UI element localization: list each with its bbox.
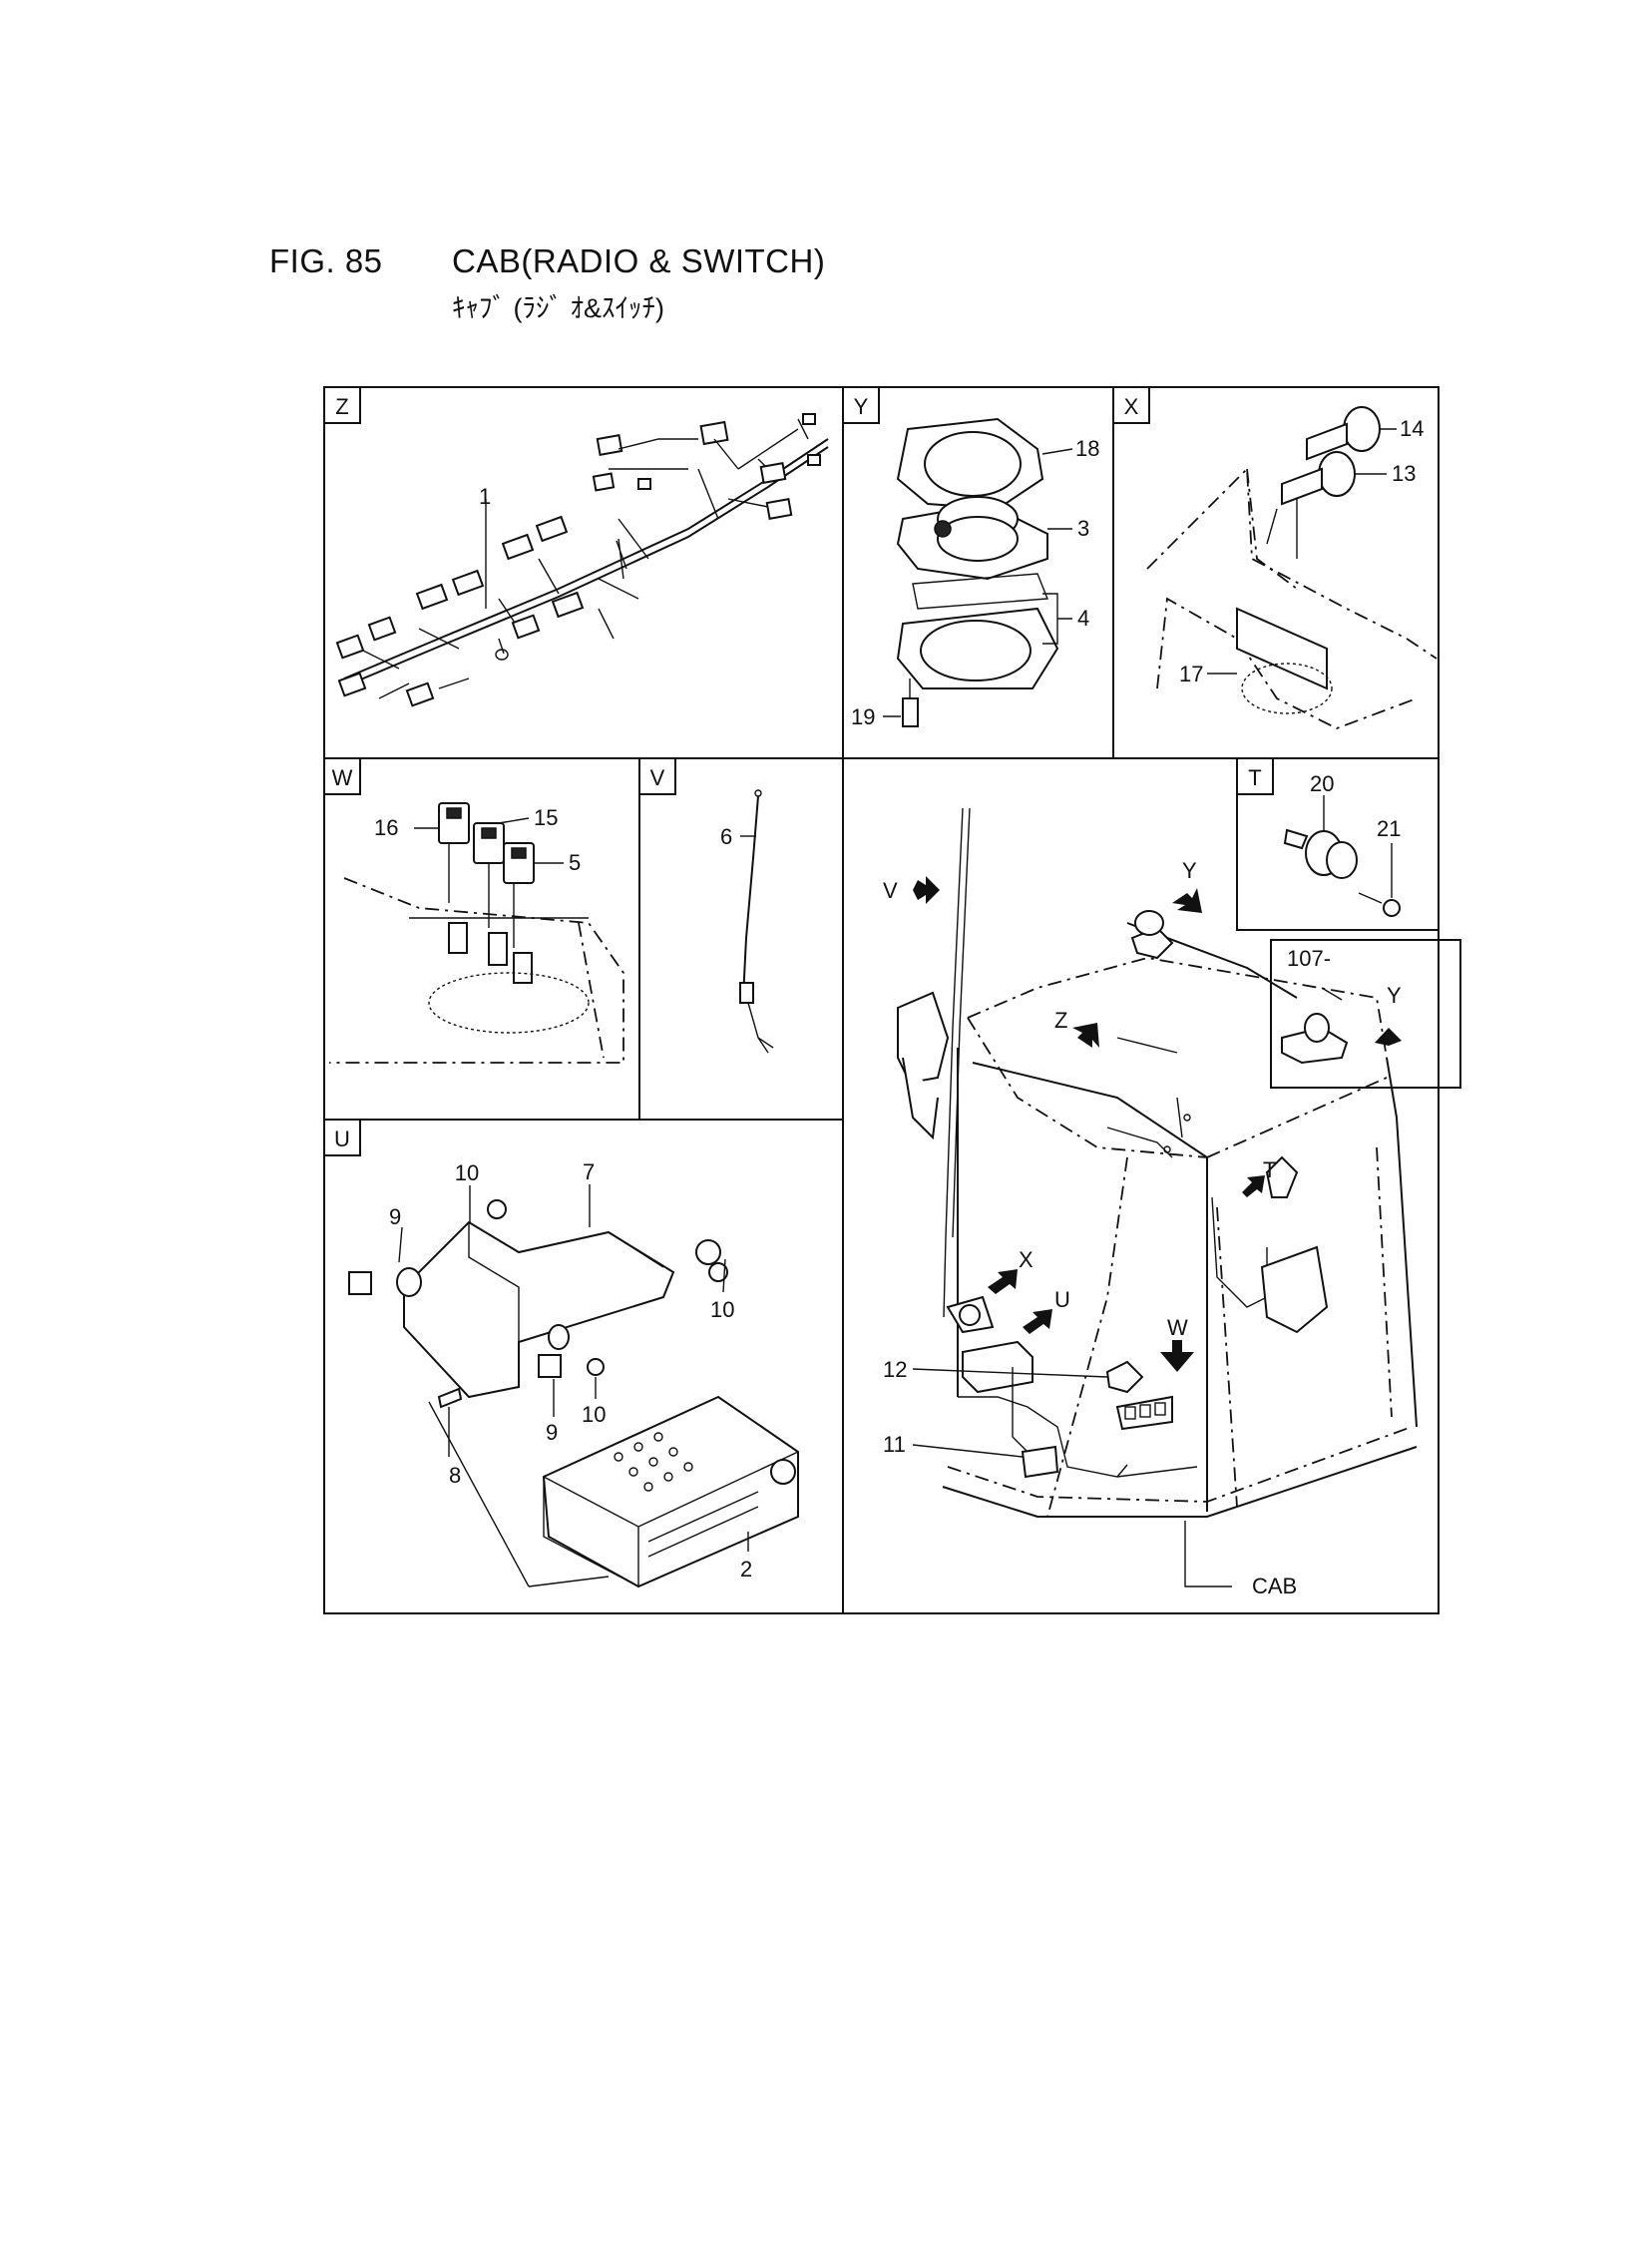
callout-4: 4 bbox=[1077, 606, 1089, 631]
cab-drawing: V Y Z T X U W 12 11 CAB bbox=[883, 807, 1418, 1598]
view-tag-t: T bbox=[1248, 765, 1261, 790]
callout-8: 8 bbox=[449, 1463, 461, 1488]
pointer-x-arrow bbox=[988, 1269, 1018, 1294]
callout-9-left: 9 bbox=[389, 1204, 401, 1229]
pointer-v: V bbox=[883, 878, 898, 903]
pointer-v-arrow bbox=[913, 876, 940, 904]
pointer-y-arrow bbox=[1172, 888, 1202, 913]
inset-107-drawing: 107- Y bbox=[1281, 946, 1402, 1065]
panel-107-frame bbox=[1270, 939, 1461, 1089]
pointer-z: Z bbox=[1054, 1008, 1067, 1033]
pointer-w: W bbox=[1167, 1315, 1188, 1340]
callout-11: 11 bbox=[883, 1432, 906, 1457]
view-tag-y-box bbox=[842, 386, 880, 424]
callout-14: 14 bbox=[1400, 416, 1424, 441]
speaker-drawing: 18 3 4 19 bbox=[851, 417, 1099, 729]
pointer-w-arrow bbox=[1160, 1340, 1194, 1372]
callout-15: 15 bbox=[534, 805, 558, 830]
antenna-drawing: 6 bbox=[720, 789, 774, 1054]
panel-t-frame bbox=[1236, 757, 1440, 931]
view-tag-w-box bbox=[323, 757, 361, 795]
callout-2: 2 bbox=[740, 1557, 752, 1582]
pointer-u: U bbox=[1054, 1287, 1070, 1312]
view-tag-u-box bbox=[323, 1119, 361, 1156]
callout-5: 5 bbox=[569, 850, 581, 875]
callout-10-bottom: 10 bbox=[582, 1402, 606, 1427]
radio-drawing: 10 9 7 10 9 10 8 2 bbox=[348, 1159, 799, 1588]
view-tag-x-box bbox=[1112, 386, 1150, 424]
callout-6: 6 bbox=[720, 824, 732, 849]
callout-16: 16 bbox=[374, 815, 398, 840]
pointer-t-arrow bbox=[1242, 1175, 1265, 1197]
view-tag-t-box bbox=[1236, 757, 1274, 795]
outer-frame bbox=[323, 386, 1440, 1614]
harness-drawing: 1 bbox=[335, 413, 829, 707]
callout-107: 107- bbox=[1287, 946, 1331, 971]
view-tag-v-box bbox=[638, 757, 676, 795]
view-tag-y: Y bbox=[854, 394, 869, 419]
pointer-y-inset-arrow bbox=[1375, 1028, 1402, 1046]
panel-frames bbox=[323, 386, 1461, 1614]
view-tag-u: U bbox=[334, 1127, 350, 1151]
pointer-z-arrow bbox=[1072, 1023, 1099, 1048]
callout-18: 18 bbox=[1075, 436, 1099, 461]
callout-13: 13 bbox=[1392, 461, 1416, 486]
callout-17: 17 bbox=[1179, 662, 1203, 686]
callout-9-bottom: 9 bbox=[546, 1420, 558, 1445]
callout-19: 19 bbox=[851, 704, 875, 729]
figure-title: CAB(RADIO & SWITCH) bbox=[452, 242, 826, 279]
callout-20: 20 bbox=[1310, 771, 1334, 796]
pointer-u-arrow bbox=[1023, 1309, 1052, 1334]
callout-12: 12 bbox=[883, 1357, 907, 1382]
dome-light-drawing: 20 21 bbox=[1283, 771, 1401, 917]
pointer-t: T bbox=[1263, 1157, 1276, 1182]
view-tag-w: W bbox=[332, 765, 353, 790]
callout-10-top: 10 bbox=[455, 1160, 479, 1185]
rocker-switch-drawing: 16 15 5 bbox=[329, 802, 624, 1064]
view-tag-x: X bbox=[1124, 394, 1139, 419]
callout-3: 3 bbox=[1077, 516, 1089, 541]
view-tag-v: V bbox=[650, 765, 665, 790]
callout-cab: CAB bbox=[1252, 1574, 1297, 1598]
figure-subtitle: ｷｬﾌﾞ (ﾗｼﾞ ｵ&ｽｲｯﾁ) bbox=[452, 293, 664, 323]
pointer-x: X bbox=[1019, 1247, 1033, 1272]
view-tags: Z Y X W V U T bbox=[323, 386, 1274, 1156]
view-tag-z: Z bbox=[335, 394, 348, 419]
switch-panel-drawing: 14 13 17 bbox=[1146, 406, 1438, 729]
callout-7: 7 bbox=[583, 1159, 595, 1184]
callout-10-right: 10 bbox=[710, 1297, 734, 1322]
pointer-y-inset: Y bbox=[1387, 983, 1402, 1008]
callout-1: 1 bbox=[479, 484, 491, 509]
pointer-y: Y bbox=[1182, 858, 1197, 883]
figure-number: FIG. 85 bbox=[269, 242, 383, 279]
callout-21: 21 bbox=[1377, 816, 1401, 841]
view-tag-z-box bbox=[323, 386, 361, 424]
